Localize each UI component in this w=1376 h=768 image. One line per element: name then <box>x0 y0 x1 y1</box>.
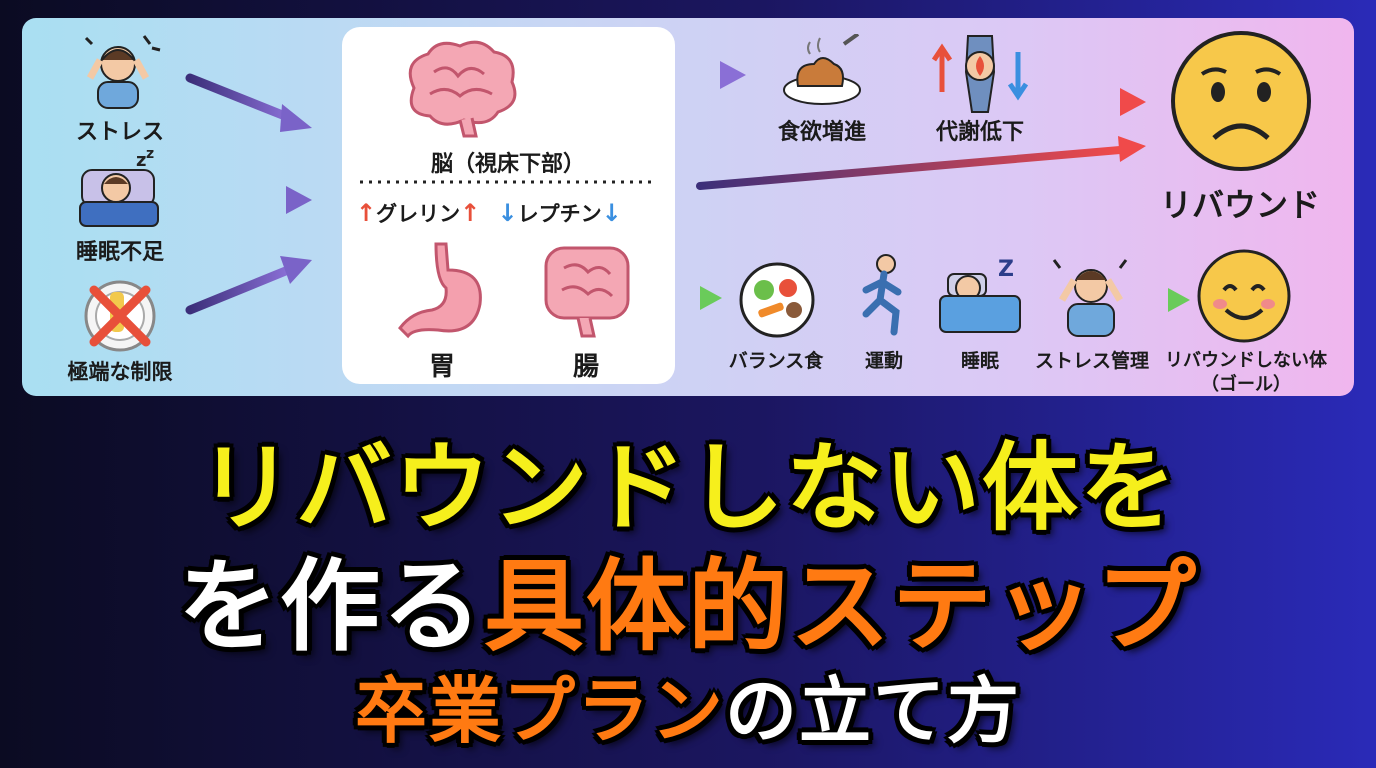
arrow-to-rebound <box>1057 88 1146 116</box>
stressed-person-icon <box>78 30 162 114</box>
stress-management-label: ストレス管理 <box>1034 350 1149 372</box>
up-arrow-icon: ↑ <box>460 199 481 227</box>
arrow-stress <box>185 73 312 132</box>
goal-label-line1: リバウンドしない体 <box>1165 350 1327 371</box>
brain-icon <box>394 32 524 146</box>
gut-label: 腸 <box>572 352 599 382</box>
svg-text:z: z <box>146 148 154 162</box>
arrow-long-rebound <box>696 136 1146 190</box>
title-line2: を作る具体的ステップ <box>0 525 1376 670</box>
balance-label: バランス食 <box>728 350 824 372</box>
arrow-restriction <box>185 256 312 315</box>
svg-text:Z: Z <box>998 257 1014 282</box>
running-person-icon <box>850 252 920 342</box>
sleeping-person-icon: z z <box>76 146 162 234</box>
title-line3-white: の立て方 <box>725 669 1022 753</box>
hormone-row: ↑グレリン↑ ↓レプチン↓ <box>356 198 666 228</box>
leptin-label: レプチン <box>517 202 602 226</box>
crossed-plate-icon <box>80 276 160 360</box>
arrow-to-appetite <box>585 61 746 89</box>
up-arrow-icon: ↑ <box>356 199 377 227</box>
arrow-to-balance <box>655 286 722 310</box>
happy-face-icon <box>1194 246 1294 350</box>
title-line2-white: を作る <box>178 548 484 665</box>
down-arrow-icon: ↓ <box>497 199 518 227</box>
ghrelin-label: グレリン <box>376 202 461 226</box>
down-arrow-icon: ↓ <box>601 199 622 227</box>
intestine-icon <box>538 240 638 344</box>
title-line3-orange: 卒業プラン <box>354 669 725 753</box>
sad-face-icon <box>1166 26 1316 180</box>
factor-label-stress: ストレス <box>75 120 164 145</box>
sleep-label: 睡眠 <box>960 350 999 372</box>
factor-label-restriction: 極端な制限 <box>67 360 173 384</box>
arrow-to-goal <box>1135 288 1190 312</box>
brain-label: 脳（視床下部） <box>430 152 585 177</box>
rebound-label: リバウンド <box>1159 186 1320 224</box>
arrow-sleep <box>185 186 312 214</box>
goal-label-line2: （ゴール） <box>1201 374 1291 395</box>
metabolism-body-icon <box>930 32 1030 118</box>
appetite-label: 食欲増進 <box>777 120 866 145</box>
svg-text:z: z <box>136 150 146 171</box>
title-line2-orange: 具体的ステップ <box>484 548 1198 665</box>
arrows-layer <box>185 61 1190 315</box>
metabolism-label: 代謝低下 <box>935 120 1024 145</box>
salad-plate-icon <box>732 260 822 344</box>
sleep-icon: Z <box>938 254 1024 342</box>
diagram-panel <box>22 18 1354 396</box>
exercise-label: 運動 <box>864 350 903 372</box>
stomach-icon <box>392 240 492 344</box>
stomach-label: 胃 <box>428 352 455 382</box>
stress-management-icon <box>1046 250 1136 344</box>
food-plate-icon <box>780 32 864 118</box>
factor-label-sleep: 睡眠不足 <box>75 240 164 265</box>
title-line1: リバウンドしない体を <box>198 432 1178 544</box>
title-line3: 卒業プランの立て方 <box>0 652 1376 757</box>
